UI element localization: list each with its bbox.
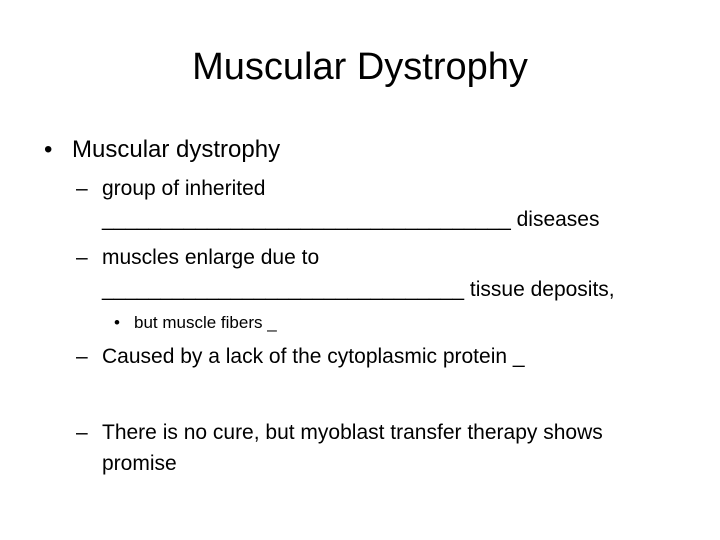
sub-item-enlarge-line1: muscles enlarge due to <box>102 246 320 269</box>
sub-item-no-cure-line2: promise <box>102 452 177 475</box>
sub-bullet-marker: • <box>114 313 120 332</box>
sub-item-inherited-line2: ___________________________________ dise… <box>102 208 600 231</box>
dash-marker: – <box>76 177 88 200</box>
bullet-muscular-dystrophy: Muscular dystrophy <box>72 136 281 163</box>
bullet-marker: • <box>44 136 53 163</box>
dash-marker: – <box>76 345 88 368</box>
dash-marker: – <box>76 421 88 444</box>
sub-item-inherited-line1: group of inherited <box>102 177 266 200</box>
slide-title: Muscular Dystrophy <box>192 46 528 88</box>
sub-sub-item-muscle-fibers: but muscle fibers _ <box>134 313 277 332</box>
sub-item-cytoplasmic-protein: Caused by a lack of the cytoplasmic prot… <box>102 345 525 368</box>
dash-marker: – <box>76 246 88 269</box>
sub-item-no-cure-line1: There is no cure, but myoblast transfer … <box>102 421 603 444</box>
sub-item-enlarge-line2: _______________________________ tissue d… <box>102 278 615 301</box>
